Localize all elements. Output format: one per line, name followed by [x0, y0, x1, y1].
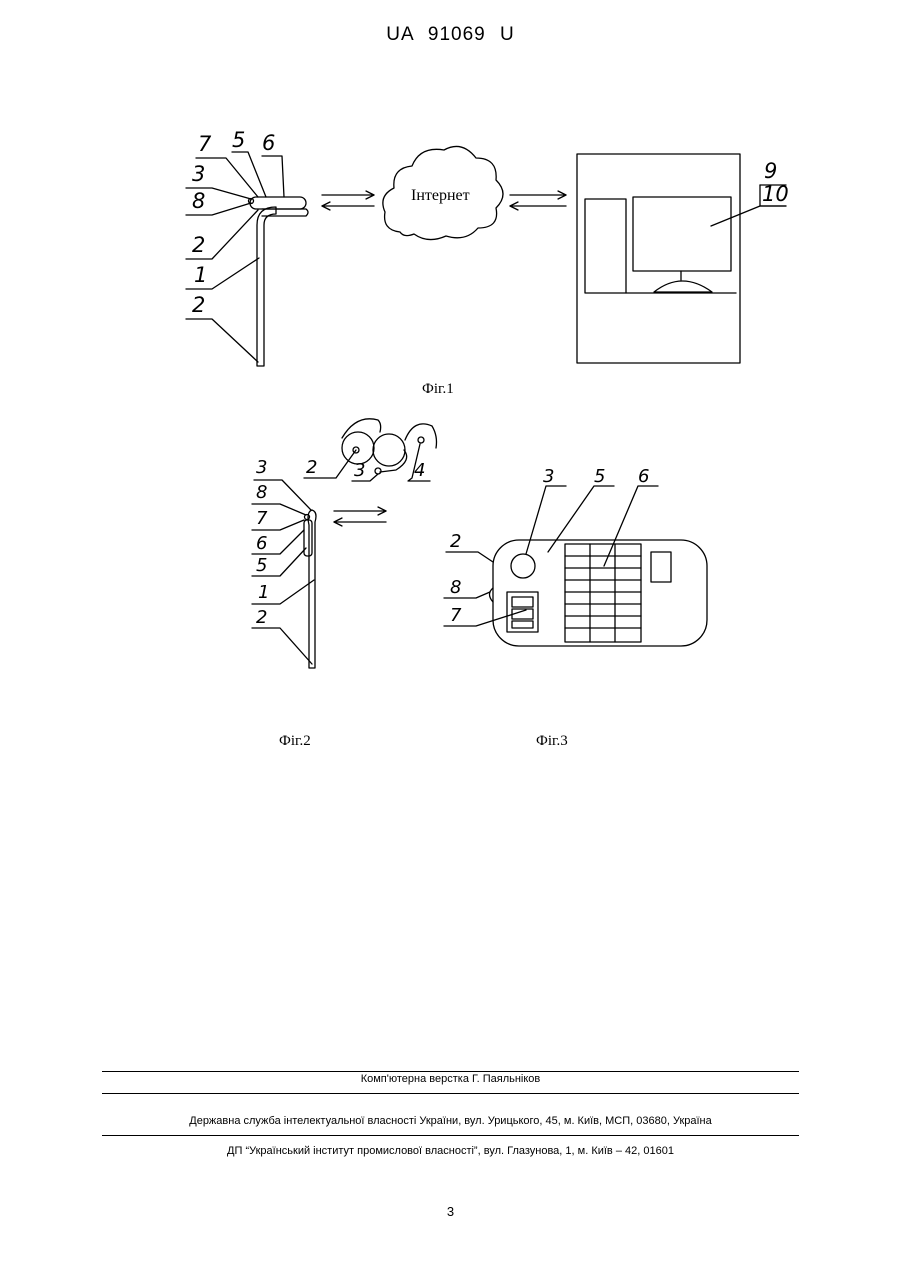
- footer-rule-bottom: [102, 1135, 799, 1136]
- fig1-label-5: 5: [232, 128, 245, 152]
- fig2-label-7: 7: [256, 508, 268, 529]
- fig1-label-2b: 2: [192, 293, 205, 317]
- fig2-glasses-label-3: 3: [354, 460, 365, 481]
- fig1-arrows-right: [510, 191, 566, 210]
- fig2-label-8: 8: [256, 482, 267, 503]
- layout-credit: Комп'ютерна верстка Г. Паяльніков: [0, 1073, 901, 1085]
- fig3-label-6: 6: [638, 466, 649, 487]
- fig2-label-2: 2: [256, 607, 267, 628]
- fig3-label-2: 2: [450, 531, 461, 552]
- fig1-label-9: 9: [764, 159, 777, 183]
- fig1-label-3: 3: [192, 162, 205, 186]
- cloud-label: Інтернет: [411, 187, 470, 204]
- fig2-label-1: 1: [258, 582, 269, 603]
- fig2-glasses-earpiece: [418, 437, 424, 443]
- fig1-label-1: 1: [194, 263, 207, 287]
- fig1-monitor-stand: [654, 281, 712, 292]
- fig1-label-2a: 2: [192, 233, 205, 257]
- page-number: 3: [0, 1204, 901, 1219]
- fig2-caption: Фіг.2: [279, 733, 311, 749]
- fig3-indicator: [651, 552, 671, 582]
- fig1-label-7: 7: [198, 132, 212, 156]
- footer-rule-middle: [102, 1093, 799, 1094]
- fig3-solar-panel: [565, 544, 641, 642]
- footer-rule-top: [102, 1071, 799, 1072]
- fig1-caption: Фіг.1: [422, 381, 454, 397]
- fig3-label-7: 7: [450, 605, 462, 626]
- fig3-caption: Фіг.3: [536, 733, 568, 749]
- fig1-leader-9-10: [711, 206, 786, 226]
- fig1-server-frame: [577, 154, 740, 363]
- fig3-label-8: 8: [450, 577, 461, 598]
- fig1-label-10: 10: [762, 182, 789, 206]
- institute-address: ДП “Український інститут промислової вла…: [0, 1145, 901, 1157]
- fig1-device-body: [250, 197, 306, 209]
- figure-2: [252, 419, 437, 668]
- fig1-monitor: [633, 197, 731, 271]
- fig1-pole: [257, 207, 276, 366]
- fig2-glasses-lens-right: [373, 434, 405, 466]
- fig2-glasses-label-4: 4: [414, 460, 425, 481]
- fig1-arrows-left: [322, 191, 374, 210]
- figure-1: [186, 146, 786, 366]
- fig2-label-6: 6: [256, 533, 267, 554]
- fig2-glasses-label-2: 2: [306, 457, 317, 478]
- fig2-device: [304, 520, 312, 556]
- fig2-label-5: 5: [256, 555, 267, 576]
- agency-address: Державна служба інтелектуальної власност…: [0, 1115, 901, 1127]
- fig1-label-6: 6: [262, 131, 275, 155]
- fig1-system-unit: [585, 199, 626, 293]
- fig2-glasses-mic: [375, 468, 381, 474]
- fig2-label-3: 3: [256, 457, 267, 478]
- figure-3: [444, 486, 707, 646]
- fig3-label-3: 3: [543, 466, 554, 487]
- fig1-label-8: 8: [192, 189, 205, 213]
- fig3-label-5: 5: [594, 466, 605, 487]
- fig3-camera: [511, 554, 535, 578]
- patent-drawings: 7 5 6 3 8 2 1 2 9 10 Інтернет Фіг.1: [0, 0, 901, 800]
